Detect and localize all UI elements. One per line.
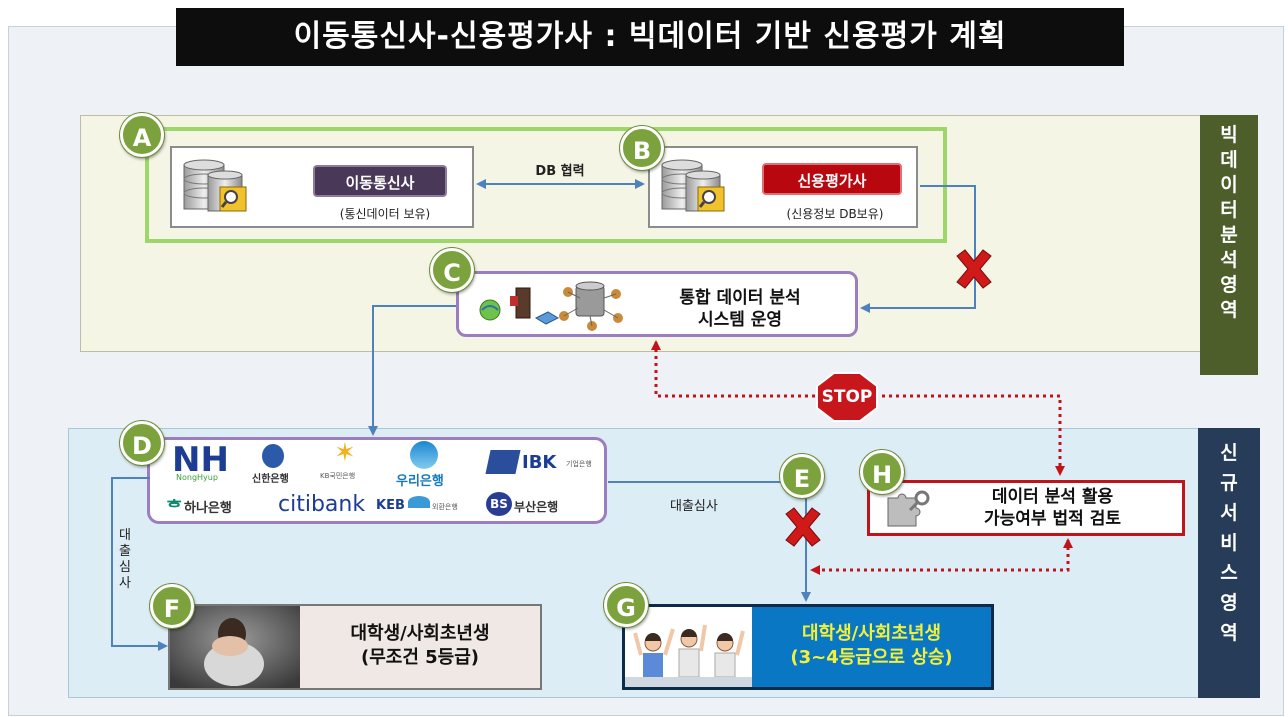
new-service-zone-label: 신규 서비스 영역	[1198, 428, 1260, 698]
bank-woori: 우리은행	[396, 474, 444, 489]
bank-keb-sub: 외환은행	[432, 503, 458, 511]
bank-shinhan: 신한은행	[252, 474, 289, 485]
network-analysis-icon	[479, 281, 623, 331]
legal-review-line1: 데이터 분석 활용	[991, 487, 1114, 507]
integrated-analysis-line2: 시스템 운영	[697, 310, 783, 330]
sad-person-image	[170, 606, 300, 688]
telecom-subtitle: (통신데이터 보유)	[339, 207, 431, 221]
badge-f: F	[150, 584, 194, 628]
legal-review-box	[867, 480, 1185, 536]
badge-g: G	[604, 583, 648, 627]
new-service-zone-label-text: 신규 서비스 영역	[1220, 442, 1238, 644]
legal-review-text: 데이터 분석 활용 가능여부 법적 검토	[930, 486, 1175, 530]
student-grade5-line2: (무조건 5등급)	[360, 647, 480, 668]
bank-ibk-sub: 기업은행	[566, 460, 592, 468]
bank-ibk: IBK	[522, 452, 557, 473]
student-grade-up-panel	[752, 607, 991, 687]
badge-c: C	[430, 248, 474, 292]
bank-hana: 하나은행	[184, 501, 232, 516]
legal-review-line2: 가능여부 법적 검토	[984, 509, 1121, 529]
bank-keb: KEB	[376, 498, 405, 513]
stop-sign-icon: STOP	[816, 372, 878, 422]
happy-students-image	[625, 607, 752, 687]
badge-e: E	[780, 454, 824, 498]
page-title: 이동통신사-신용평가사 : 빅데이터 기반 신용평가 계획	[176, 8, 1124, 66]
student-grade-up-line1: 대학생/사회초년생	[801, 623, 942, 644]
database-icon	[661, 159, 725, 212]
bank-bs-logo: BS	[486, 492, 512, 516]
integrated-analysis-line1: 통합 데이터 분석	[679, 288, 801, 308]
ibk-icon	[485, 450, 521, 474]
bigdata-zone-label: 빅데이터분석영역	[1200, 115, 1258, 375]
bank-busan: 부산은행	[514, 500, 559, 514]
db-cooperation-label: DB 협력	[535, 164, 585, 179]
loan-review-label: 대출심사	[670, 499, 718, 514]
telecom-label: 이동통신사	[313, 165, 447, 197]
blocked-x-icon	[956, 249, 992, 289]
badge-h: H	[860, 450, 904, 494]
database-icon	[183, 159, 247, 212]
loan-review-vertical-label: 대출심사	[119, 528, 131, 591]
banks-box	[147, 437, 607, 524]
student-grade5-text: 대학생/사회초년생 (무조건 5등급)	[305, 622, 535, 670]
bank-nh-logo: NH	[172, 440, 229, 480]
bank-nh-sub: NongHyup	[176, 473, 218, 482]
bigdata-zone-label-text: 빅데이터분석영역	[1220, 124, 1238, 321]
woori-icon	[410, 441, 438, 469]
blocked-x-icon	[785, 507, 821, 547]
keb-icon	[408, 496, 430, 508]
bank-kb: KB국민은행	[320, 472, 356, 480]
credit-agency-subtitle: (신용정보 DB보유)	[786, 207, 884, 221]
hana-icon: ᄒ	[166, 498, 183, 519]
credit-agency-label: 신용평가사	[762, 163, 902, 195]
integrated-analysis-text: 통합 데이터 분석 시스템 운영	[640, 287, 840, 331]
student-grade-up-text: 대학생/사회초년생 (3~4등급으로 상승)	[752, 622, 991, 670]
shinhan-icon	[262, 444, 284, 468]
student-grade5-line1: 대학생/사회초년생	[350, 623, 490, 644]
puzzle-key-icon	[887, 490, 930, 527]
student-grade-up-line2: (3~4등급으로 상승)	[790, 647, 953, 668]
bank-citi: citibank	[278, 492, 366, 517]
badge-b: B	[620, 126, 664, 170]
stop-sign-text: STOP	[821, 387, 873, 407]
badge-a: A	[120, 113, 164, 157]
badge-d: D	[120, 421, 164, 465]
kb-star-icon: ✶	[334, 438, 356, 468]
